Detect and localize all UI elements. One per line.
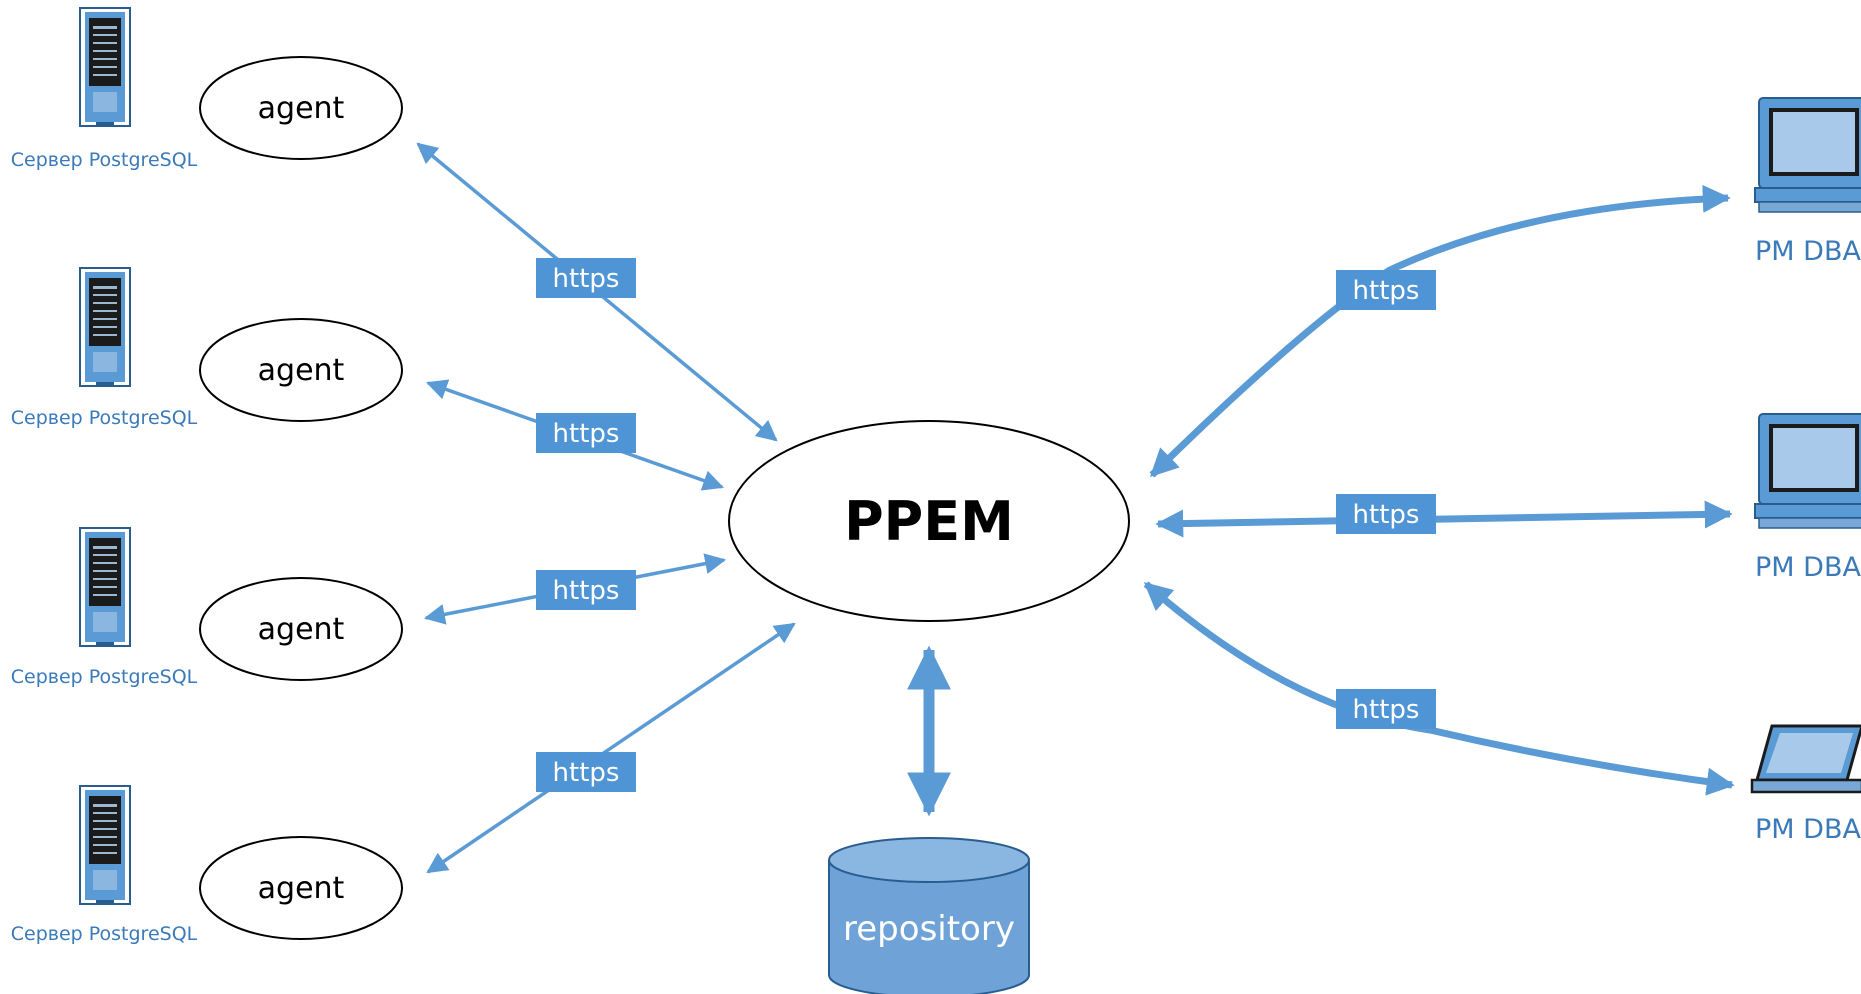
server-2: Сервер PostgreSQL (11, 267, 198, 429)
dba-3-connector (1143, 581, 1735, 796)
https-label-agent-2: https (536, 413, 636, 453)
https-label-agent-3: https (536, 570, 636, 610)
svg-text:https: https (1353, 695, 1420, 725)
server-caption: Сервер PostgreSQL (11, 407, 198, 429)
server-tower-icon (79, 527, 131, 647)
dba-caption: PM DBA (1755, 814, 1861, 845)
dba-client-1: PM DBA (1754, 97, 1861, 267)
ppem-label: PPEM (844, 490, 1014, 553)
server-caption: Сервер PostgreSQL (11, 923, 198, 945)
server-4: Сервер PostgreSQL (11, 785, 198, 945)
server-caption: Сервер PostgreSQL (11, 666, 198, 688)
svg-text:https: https (1353, 276, 1420, 306)
https-label-dba-3: https (1336, 689, 1436, 729)
https-label-dba-1: https (1336, 270, 1436, 310)
agent-label: agent (258, 91, 345, 126)
agent-label: agent (258, 612, 345, 647)
server-caption: Сервер PostgreSQL (11, 149, 198, 171)
https-label-agent-1: https (536, 258, 636, 298)
dba-caption: PM DBA (1755, 552, 1861, 583)
svg-text:https: https (553, 758, 620, 788)
dba-2-connector (1155, 500, 1733, 538)
laptop-icon (1750, 724, 1861, 794)
desktop-computer-icon (1754, 413, 1861, 529)
dba-caption: PM DBA (1755, 236, 1861, 267)
repository-node: repository (828, 837, 1030, 994)
server-tower-icon (79, 267, 131, 387)
agent-node-1: agent (199, 56, 403, 160)
https-label-dba-2: https (1336, 494, 1436, 534)
server-tower-icon (79, 7, 131, 127)
server-1: Сервер PostgreSQL (11, 7, 198, 171)
https-label-agent-4: https (536, 752, 636, 792)
svg-text:https: https (553, 576, 620, 606)
dba-client-3: PM DBA (1750, 724, 1861, 845)
agent-label: agent (258, 871, 345, 906)
dba-client-2: PM DBA (1754, 413, 1861, 583)
agent-node-3: agent (199, 577, 403, 681)
svg-text:https: https (553, 264, 620, 294)
server-tower-icon (79, 785, 131, 905)
server-3: Сервер PostgreSQL (11, 527, 198, 688)
agent-node-4: agent (199, 836, 403, 940)
desktop-computer-icon (1754, 97, 1861, 213)
repository-label: repository (843, 909, 1015, 949)
agent-label: agent (258, 353, 345, 388)
ppem-node: PPEM (728, 420, 1130, 622)
svg-text:https: https (1353, 500, 1420, 530)
dba-1-connector (1149, 184, 1731, 478)
agent-4-connector (426, 622, 796, 874)
svg-text:https: https (553, 419, 620, 449)
agent-node-2: agent (199, 318, 403, 422)
